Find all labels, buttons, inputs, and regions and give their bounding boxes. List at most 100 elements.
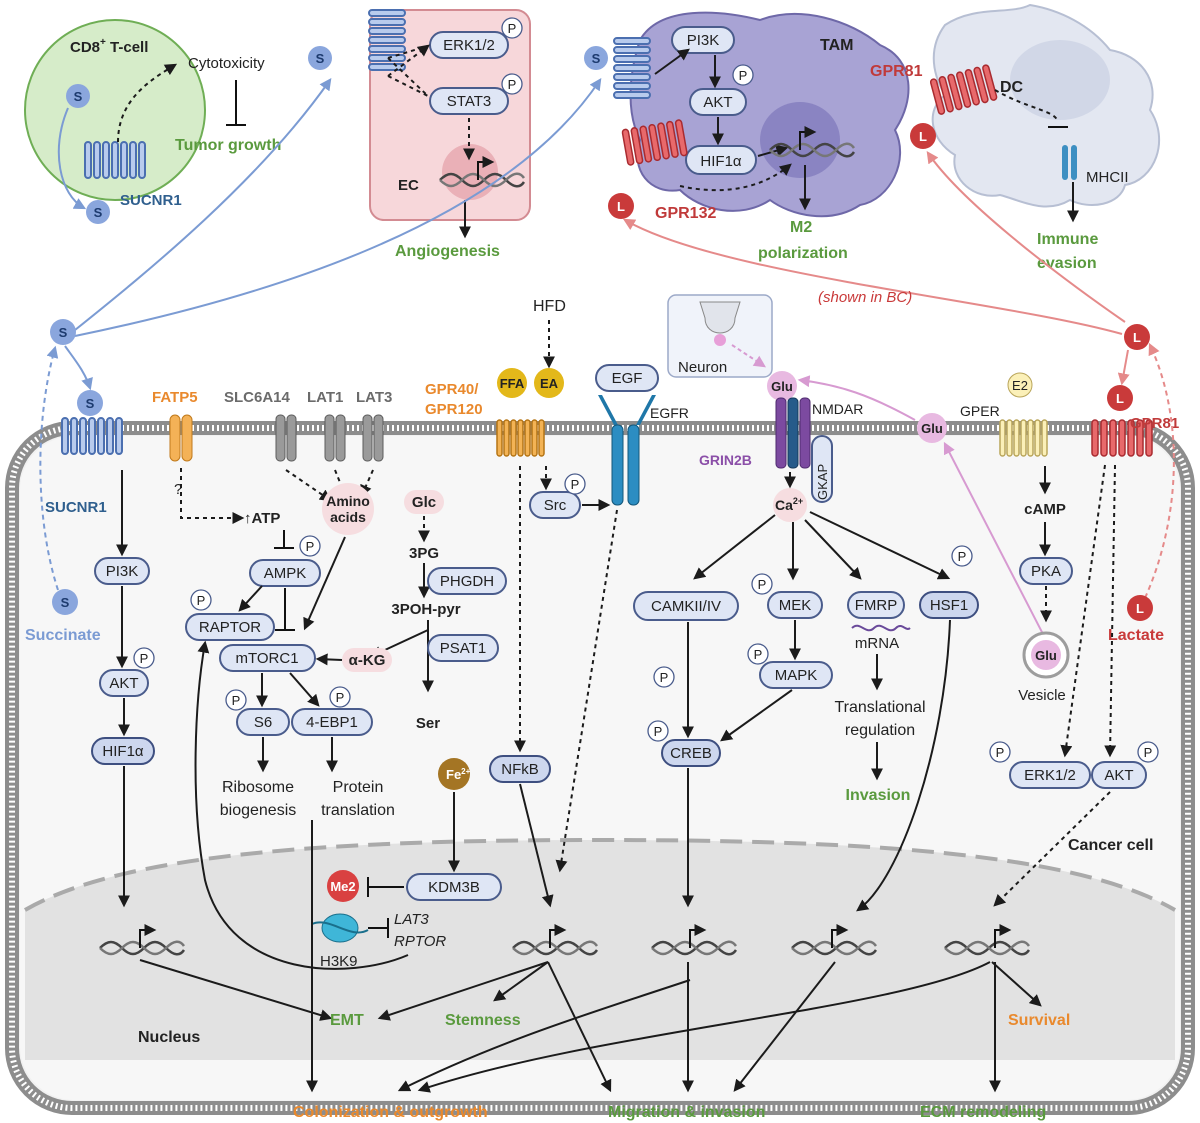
svg-text:KDM3B: KDM3B [428,879,480,896]
colonization-label: Colonization & outgrowth [293,1104,488,1121]
svg-text:E2: E2 [1012,378,1028,393]
svg-text:?: ? [174,481,182,498]
emt-label: EMT [330,1012,364,1029]
gpr40-receptor-icon [496,419,545,457]
svg-text:acids: acids [330,509,366,525]
vesicle-icon: Glu [1022,631,1070,679]
svg-text:RPTOR: RPTOR [394,933,446,950]
svg-text:FFA: FFA [500,376,525,391]
svg-text:P: P [232,693,241,708]
svg-text:P: P [739,68,748,83]
svg-text:L: L [919,129,927,144]
svg-text:L: L [1133,330,1141,345]
svg-text:Protein: Protein [333,779,384,796]
svg-text:P: P [958,549,967,564]
nmdar-label: NMDAR [812,401,863,417]
svg-text:AMPK: AMPK [264,565,307,582]
svg-text:EGF: EGF [612,370,643,387]
svg-text:CAMKII/IV: CAMKII/IV [651,598,721,615]
grin2b-label: GRIN2B [699,452,752,468]
gper-label: GPER [960,403,1000,419]
svg-text:mTORC1: mTORC1 [235,650,298,667]
angiogenesis-label: Angiogenesis [395,243,500,260]
svg-text:PI3K: PI3K [687,32,720,49]
svg-text:translation: translation [321,802,395,819]
gpr81-cell-label: GPR81 [1130,415,1179,432]
svg-text:ERK1/2: ERK1/2 [1024,767,1076,784]
svg-text:LAT3: LAT3 [394,911,429,928]
svg-text:mRNA: mRNA [855,635,899,652]
svg-text:P: P [336,690,345,705]
svg-text:S: S [86,396,95,411]
svg-text:GKAP: GKAP [815,464,830,500]
svg-text:↑ATP: ↑ATP [244,510,280,527]
gpr132-label: GPR132 [655,205,716,222]
svg-text:STAT3: STAT3 [447,93,491,110]
svg-text:GPR40/: GPR40/ [425,381,479,398]
sucnr1-membrane-icon [61,417,123,455]
sucnr1-label: SUCNR1 [120,192,182,209]
svg-text:L: L [617,199,625,214]
svg-text:biogenesis: biogenesis [220,802,297,819]
svg-text:ERK1/2: ERK1/2 [443,37,495,54]
fatp5-label: FATP5 [152,389,198,406]
svg-text:P: P [654,724,663,739]
svg-text:PSAT1: PSAT1 [440,640,486,657]
svg-text:RAPTOR: RAPTOR [199,619,261,636]
succinate-molecule-icon [66,84,90,108]
svg-text:L: L [1116,391,1124,406]
svg-text:P: P [571,477,580,492]
svg-text:P: P [508,77,517,92]
hfd-label: HFD [533,298,566,315]
nucleus-region [23,837,1177,1060]
svg-text:4-EBP1: 4-EBP1 [306,714,358,731]
svg-text:CD8+ T-cell: CD8+ T-cell [70,37,148,56]
slc6a14-label: SLC6A14 [224,389,291,406]
svg-text:Src: Src [544,497,567,514]
svg-text:AKT: AKT [703,94,732,111]
m2-label: M2 [790,219,812,236]
svg-text:HIF1α: HIF1α [700,153,742,170]
svg-text:Ca2+: Ca2+ [775,496,803,513]
svg-text:P: P [140,651,149,666]
polarization-label: polarization [758,245,848,262]
svg-text:P: P [508,21,517,36]
svg-text:DC: DC [1000,79,1024,96]
svg-text:PI3K: PI3K [106,563,139,580]
gper-receptor-icon [999,419,1048,457]
svg-text:S: S [316,51,325,66]
svg-text:HIF1α: HIF1α [102,743,144,760]
svg-text:MEK: MEK [779,597,812,614]
svg-text:Ser: Ser [416,715,440,732]
svg-text:S: S [592,51,601,66]
svg-text:EA: EA [540,376,559,391]
svg-text:EC: EC [398,177,419,194]
svg-text:L: L [1136,601,1144,616]
svg-text:CREB: CREB [670,745,712,762]
svg-text:S: S [59,325,68,340]
svg-text:Fe2+: Fe2+ [446,767,471,782]
migration-label: Migration & invasion [608,1104,765,1121]
cd8-tcell: CD8+ T-cell S S [24,19,206,224]
svg-text:P: P [197,593,206,608]
survival-label: Survival [1008,1012,1070,1029]
svg-text:S: S [94,205,103,220]
cytotoxicity-label: Cytotoxicity [188,55,265,72]
neuron-icon: Neuron [667,294,773,378]
svg-text:P: P [758,577,767,592]
svg-text:P: P [1144,745,1153,760]
svg-text:regulation: regulation [845,722,915,739]
lat3-label: LAT3 [356,389,392,406]
inhibit-arrow-icon [226,80,246,126]
svg-text:P: P [996,745,1005,760]
svg-text:TAM: TAM [820,37,853,54]
ecm-label: ECM remodeling [920,1104,1046,1121]
cancer-cell-label: Cancer cell [1068,837,1153,854]
svg-text:AKT: AKT [109,675,138,692]
sucnr1-receptor-icon [84,141,146,179]
svg-text:Translational: Translational [834,699,925,716]
egfr-label: EGFR [650,405,689,421]
svg-text:P: P [660,670,669,685]
succinate-label: Succinate [25,627,101,644]
svg-text:Ribosome: Ribosome [222,779,294,796]
